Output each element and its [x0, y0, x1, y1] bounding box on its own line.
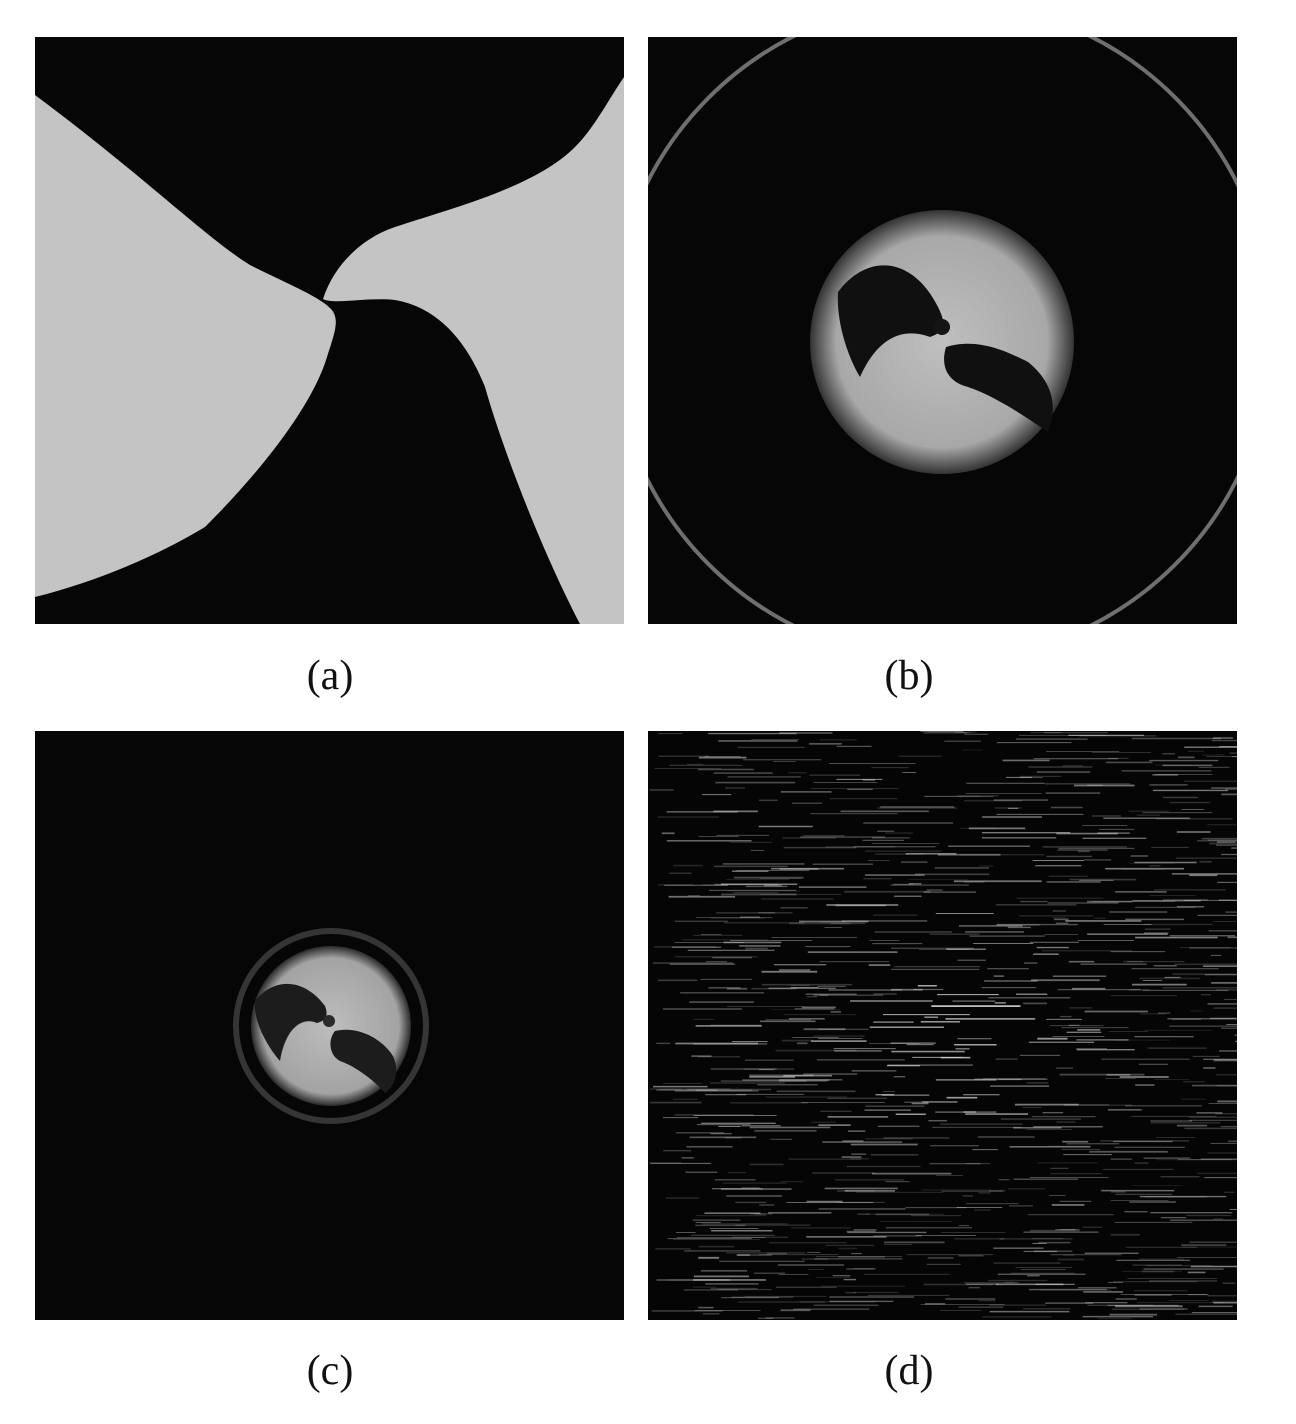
bright-region-left: [35, 95, 336, 597]
caption-b: (b): [884, 653, 934, 699]
dark-spiral-arm-2: [944, 343, 1053, 432]
spiral-ring-pattern: [648, 37, 1237, 624]
caption-c: (c): [306, 1348, 354, 1394]
dark-spiral-arm-1: [837, 265, 944, 377]
dark-spiral-arm-1: [254, 983, 327, 1061]
streak-noise-pattern: [648, 731, 1237, 1320]
caption-d: (d): [884, 1348, 934, 1394]
panel-b-image: [648, 37, 1237, 624]
caption-a: (a): [306, 653, 354, 699]
panel-d-image: [648, 731, 1237, 1320]
dark-spiral-arm-2: [330, 1029, 397, 1093]
panel-a-image: [35, 37, 624, 624]
bright-region-right: [323, 77, 624, 624]
panel-c-image: [35, 731, 624, 1320]
small-spiral-pattern: [35, 731, 624, 1320]
pinwheel-pattern: [35, 37, 624, 624]
